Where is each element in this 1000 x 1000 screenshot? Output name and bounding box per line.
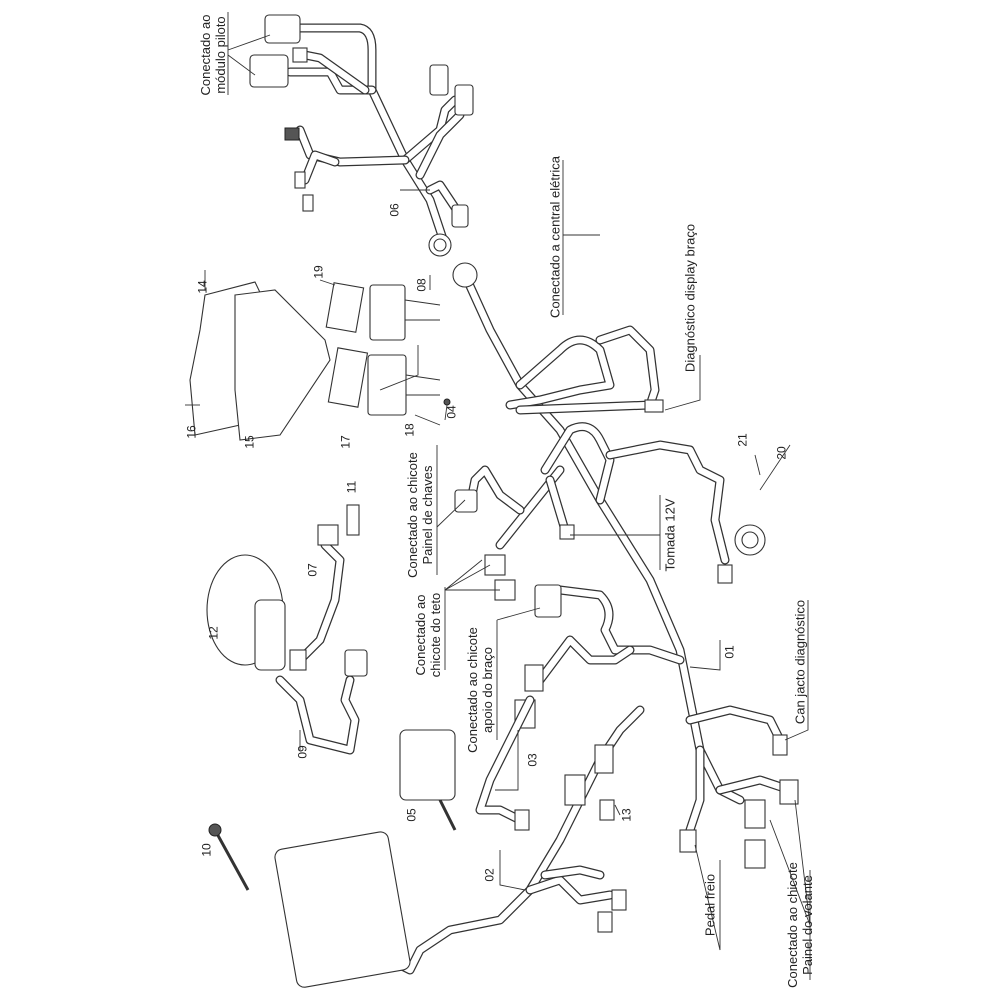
part-number-19: 19 bbox=[311, 265, 326, 279]
harness-01 bbox=[452, 262, 799, 869]
label-line: Conectado ao chicote bbox=[465, 627, 480, 753]
label-line: Conectado ao chicote bbox=[405, 452, 420, 578]
part-number-07: 07 bbox=[305, 563, 320, 577]
part-number-14: 14 bbox=[195, 280, 210, 294]
leader-lines bbox=[204, 12, 811, 980]
part-number-03: 03 bbox=[525, 753, 540, 767]
label-line: Conectado ao chicote bbox=[785, 862, 800, 988]
part-number-17: 17 bbox=[338, 435, 353, 449]
harness-09-07 bbox=[275, 504, 368, 755]
part-number-13: 13 bbox=[619, 808, 634, 822]
label-pedal-freio: Pedal freio bbox=[702, 873, 718, 937]
label-line: Conectado ao bbox=[198, 14, 213, 96]
harness-06 bbox=[249, 14, 474, 257]
label-line: apoio do braço bbox=[480, 646, 495, 734]
part-number-09: 09 bbox=[295, 745, 310, 759]
label-central-eletrica: Conectado a central elétrica bbox=[547, 156, 563, 318]
label-line: Conectado ao bbox=[413, 594, 428, 676]
part-number-16: 16 bbox=[184, 425, 199, 439]
part-number-06: 06 bbox=[387, 203, 402, 217]
part-number-11: 11 bbox=[344, 480, 359, 494]
part-number-04: 04 bbox=[444, 405, 459, 419]
label-line: Painel de chaves bbox=[420, 465, 435, 565]
part-number-02: 02 bbox=[482, 868, 497, 882]
part-number-20: 20 bbox=[774, 446, 789, 460]
label-diagnostico-display: Diagnóstico display braço bbox=[682, 223, 698, 373]
part-number-21: 21 bbox=[735, 433, 750, 447]
label-line: chicote do teto bbox=[428, 592, 443, 678]
part-number-15: 15 bbox=[242, 435, 257, 449]
part-number-10: 10 bbox=[199, 843, 214, 857]
part-number-12: 12 bbox=[206, 626, 221, 640]
panel-assembly bbox=[185, 281, 451, 441]
part-number-01: 01 bbox=[722, 645, 737, 659]
part-number-05: 05 bbox=[404, 808, 419, 822]
components bbox=[206, 554, 457, 988]
label-line: módulo piloto bbox=[213, 16, 228, 94]
label-can-jacto: Can jacto diagnóstico bbox=[792, 599, 808, 725]
part-number-18: 18 bbox=[402, 423, 417, 437]
label-line: Painel do volante bbox=[800, 875, 815, 975]
label-tomada-12v: Tomada 12V bbox=[662, 498, 678, 572]
part-number-08: 08 bbox=[414, 278, 429, 292]
harness-02-03 bbox=[375, 695, 645, 975]
